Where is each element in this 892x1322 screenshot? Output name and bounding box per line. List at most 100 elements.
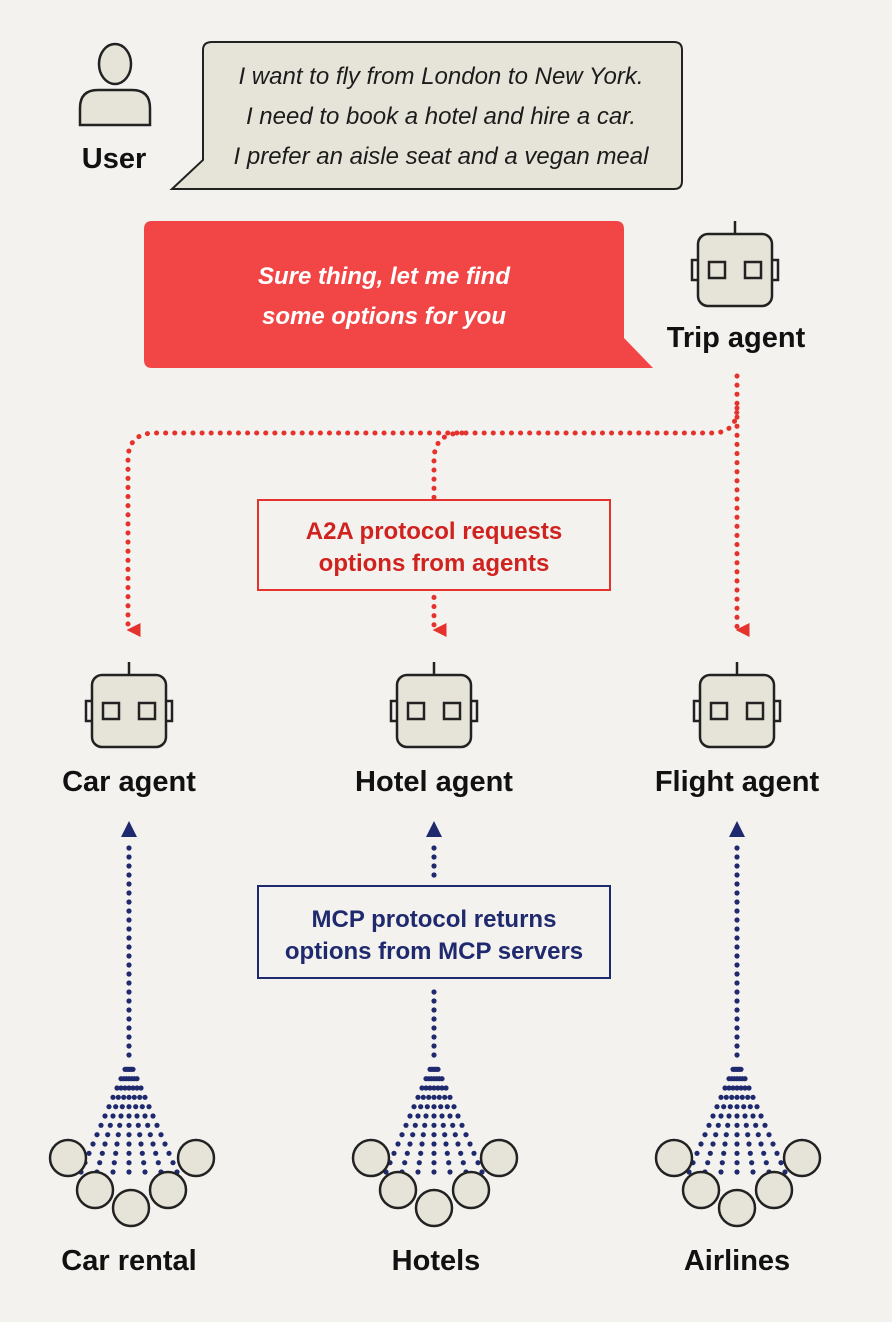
mcp-dot (431, 1052, 437, 1058)
mcp-dot (415, 1113, 421, 1119)
mcp-dot (423, 1113, 429, 1119)
mcp-dot (102, 1141, 108, 1147)
mcp-dot (113, 1104, 119, 1110)
mcp-dot (747, 1104, 753, 1110)
mcp-dot (746, 1141, 752, 1147)
mcp-dot (443, 1085, 449, 1091)
mcp-dot (431, 1034, 437, 1040)
hotel-agent-label: Hotel agent (355, 766, 513, 798)
mcp-dot (126, 1043, 132, 1049)
user-icon (78, 42, 152, 127)
user-message-line-2: I need to book a hotel and hire a car. (246, 103, 636, 130)
mcp-dot (126, 1169, 132, 1175)
mcp-dot (138, 1141, 144, 1147)
mcp-dot (147, 1132, 153, 1138)
mcp-dot (134, 1113, 140, 1119)
mcp-dot (141, 1160, 147, 1166)
trip-agent-label: Trip agent (667, 322, 806, 354)
mcp-dot (415, 1094, 421, 1100)
mcp-dot (698, 1141, 704, 1147)
mcp-dot (707, 1150, 713, 1156)
mcp-dot (139, 1104, 145, 1110)
mcp-dot (399, 1132, 405, 1138)
mcp-dot (114, 1141, 120, 1147)
server-node (414, 1188, 454, 1228)
reply-line-1: Sure thing, let me find (258, 263, 511, 290)
mcp-dot (722, 1085, 728, 1091)
mcp-dot (126, 908, 132, 914)
mcp-dot (718, 1094, 724, 1100)
mcp-dot (741, 1104, 747, 1110)
mcp-dot (395, 1141, 401, 1147)
mcp-dot (705, 1160, 711, 1166)
mcp-dot (427, 1085, 433, 1091)
mcp-dot (431, 1094, 437, 1100)
mcp-dot (126, 989, 132, 995)
mcp-dot (734, 935, 740, 941)
mcp-dot (121, 1094, 127, 1100)
mcp-dot (139, 1150, 145, 1156)
trip-agent-reply-bubble (144, 221, 653, 368)
mcp-dot (734, 1016, 740, 1022)
server-node (48, 1138, 88, 1178)
mcp-dot (734, 854, 740, 860)
mcp-dot (766, 1132, 772, 1138)
mcp-dot (721, 1104, 727, 1110)
mcp-dot (439, 1076, 445, 1082)
mcp-dot (431, 1122, 437, 1128)
mcp-dot (154, 1122, 160, 1128)
airlines-servers (654, 1138, 822, 1228)
mcp-dot (431, 1132, 437, 1138)
mcp-dot (710, 1113, 716, 1119)
mcp-dot (155, 1160, 161, 1166)
mcp-dot (133, 1104, 139, 1110)
mcp-fan-hotel (383, 845, 485, 1175)
mcp-dot (753, 1122, 759, 1128)
mcp-dot (723, 1132, 729, 1138)
mcp-dot (420, 1094, 426, 1100)
mcp-dot (106, 1104, 112, 1110)
mcp-dot (391, 1150, 397, 1156)
mcp-dot (734, 998, 740, 1004)
mcp-dot (407, 1141, 413, 1147)
mcp-dot (734, 1169, 740, 1175)
mcp-dot (745, 1132, 751, 1138)
mcp-dot (424, 1104, 430, 1110)
mcp-dot (126, 980, 132, 986)
mcp-dot (734, 899, 740, 905)
mcp-dot (162, 1141, 168, 1147)
mcp-dot (702, 1132, 708, 1138)
mcp-dot (170, 1160, 176, 1166)
mcp-dot (460, 1160, 466, 1166)
mcp-dot (734, 1122, 740, 1128)
mcp-dot (126, 1132, 132, 1138)
mcp-dot (431, 1141, 437, 1147)
mcp-arrowhead-hotel (426, 821, 442, 837)
car-agent-label: Car agent (62, 766, 196, 798)
car-agent-robot-icon (84, 662, 174, 749)
mcp-dot (153, 1150, 159, 1156)
mcp-dot (743, 1122, 749, 1128)
mcp-dot (729, 1094, 735, 1100)
mcp-dot (407, 1113, 413, 1119)
mcp-dot (126, 890, 132, 896)
mcp-dot (719, 1160, 725, 1166)
mcp-dot (734, 917, 740, 923)
mcp-dot (431, 1160, 437, 1166)
mcp-dot (126, 1141, 132, 1147)
mcp-dot (774, 1150, 780, 1156)
mcp-dot (86, 1150, 92, 1156)
mcp-dot (130, 1085, 136, 1091)
mcp-dot (110, 1094, 116, 1100)
user-label: User (82, 143, 147, 175)
server-node (176, 1138, 216, 1178)
reply-line-2: some options for you (262, 303, 506, 330)
mcp-dot (94, 1132, 100, 1138)
mcp-dot (158, 1132, 164, 1138)
mcp-dot (137, 1094, 143, 1100)
mcp-dot (126, 944, 132, 950)
server-node (782, 1138, 822, 1178)
mcp-dot (706, 1122, 712, 1128)
mcp-dot (734, 1132, 740, 1138)
mcp-dot (734, 872, 740, 878)
